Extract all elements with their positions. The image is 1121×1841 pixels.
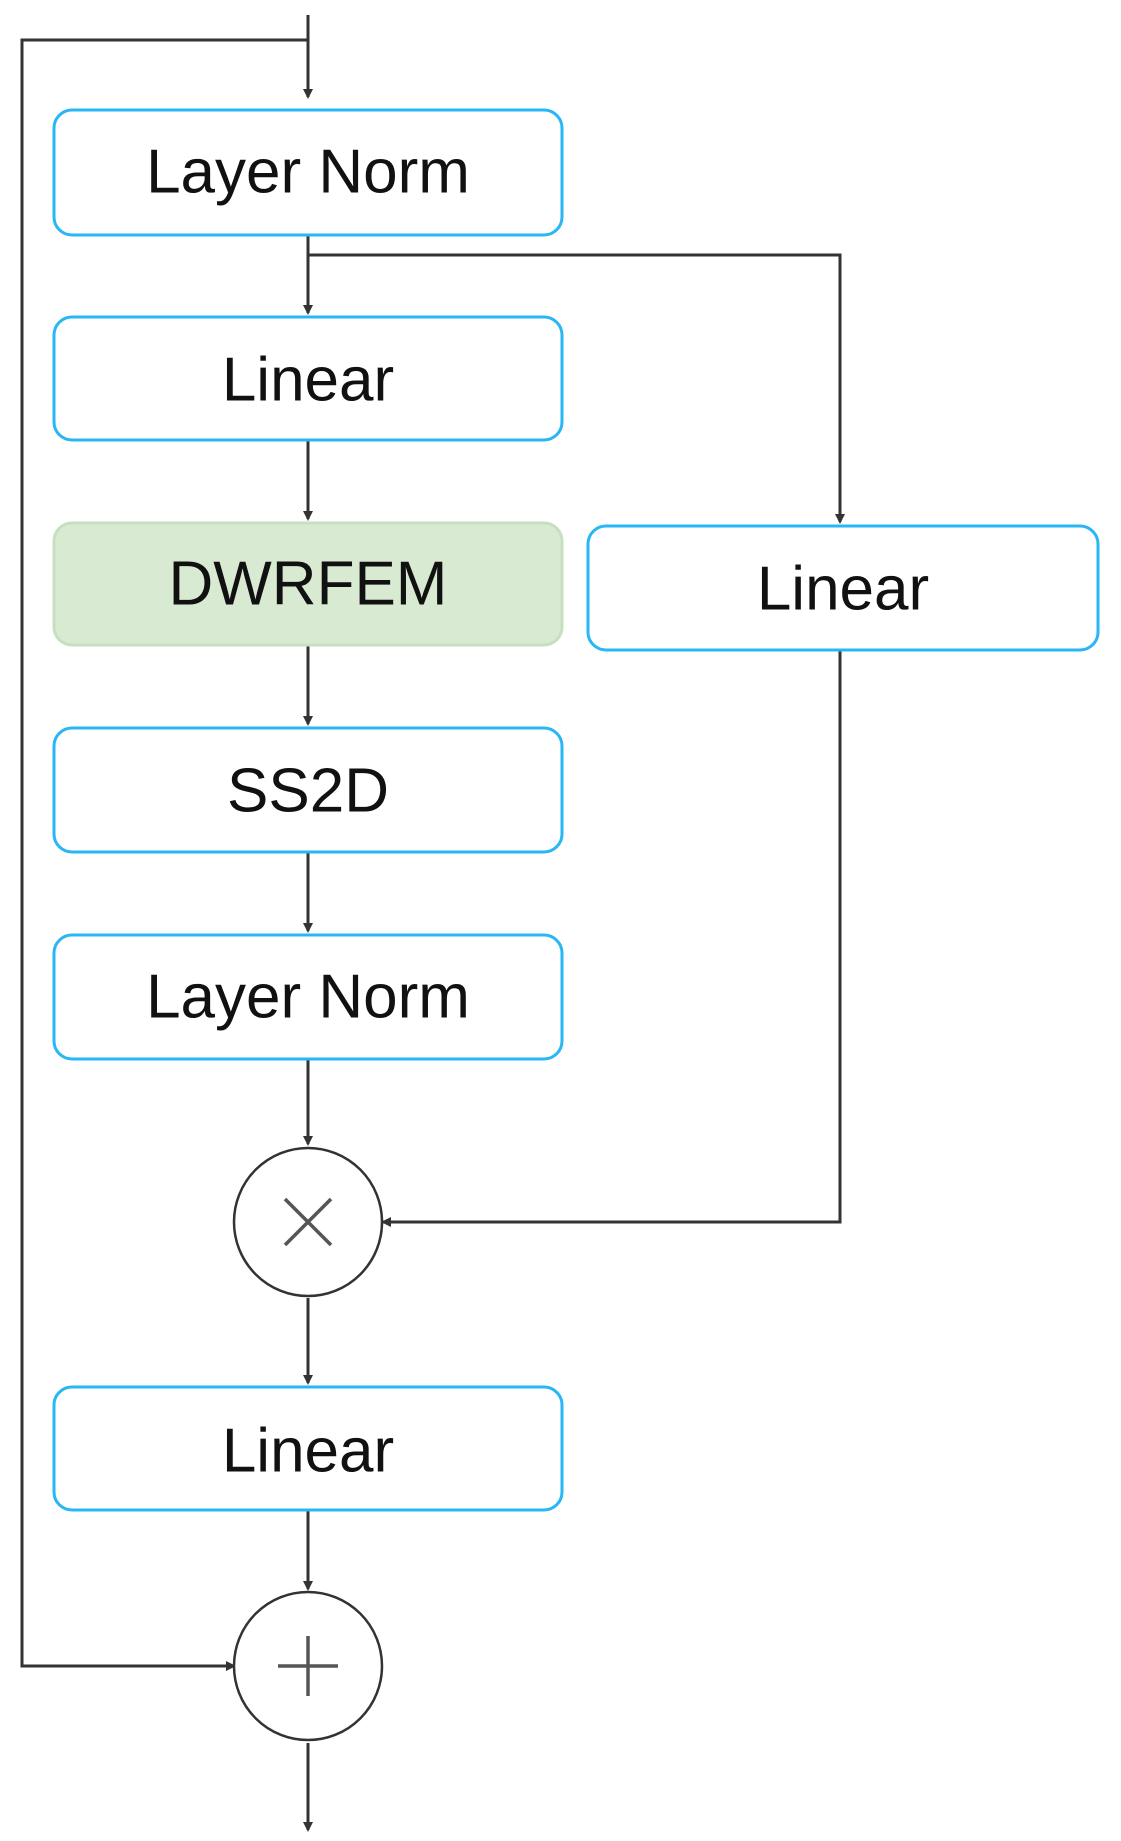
layer-norm-top-label: Layer Norm [146,138,470,207]
linear-block-side: Linear [586,524,1100,652]
multiply-icon [283,1197,333,1247]
dwrfem-label: DWRFEM [169,550,448,619]
connectors [20,15,845,1832]
dwrfem-block: DWRFEM [52,521,564,647]
linear-block-bottom: Linear [52,1385,564,1512]
linear-block-top: Linear [52,315,564,442]
layer-norm-block-bottom: Layer Norm [52,933,564,1061]
add-operator [232,1590,384,1742]
branch-line-to-side-linear [308,253,845,524]
plus-icon [278,1636,338,1696]
linear-bottom-label: Linear [222,1417,394,1486]
layer-norm-block-top: Layer Norm [52,108,564,237]
multiply-operator [232,1146,384,1298]
ss2d-label: SS2D [227,757,389,826]
ss2d-block: SS2D [52,726,564,854]
residual-skip-line [20,38,308,1671]
linear-top-label: Linear [222,346,394,415]
arrow-side-linear-to-multiply [381,650,842,1227]
linear-side-label: Linear [757,555,929,624]
layer-norm-bottom-label: Layer Norm [146,963,470,1032]
